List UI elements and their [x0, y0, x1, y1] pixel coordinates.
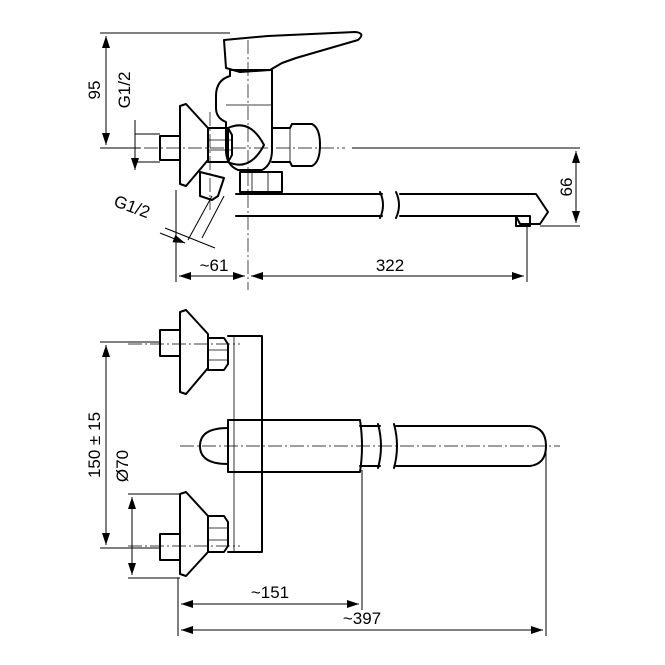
- aerator: [515, 215, 531, 227]
- dim-spacing-150: 150 ± 15: [85, 412, 104, 478]
- valve-body: [215, 69, 273, 171]
- dim-height-95: 95: [85, 81, 104, 100]
- dim-spout-322: 322: [376, 256, 404, 275]
- lever-top: [227, 419, 363, 473]
- dim-offset-61: ~61: [200, 256, 229, 275]
- side-view: 95 G1/2 66 G1/2 ~61 322: [85, 31, 580, 290]
- dim-depth-397: ~397: [343, 609, 381, 628]
- dim-rosette-70: Ø70: [113, 450, 132, 482]
- diverter-knob: [271, 123, 321, 167]
- dim-depth-151: ~151: [251, 583, 289, 602]
- spout: [235, 193, 549, 225]
- dim-height-66: 66: [557, 178, 576, 197]
- dim-thread-top: G1/2: [115, 72, 134, 109]
- eccentric-cone: [227, 124, 265, 166]
- upper-nut: [207, 337, 229, 371]
- spout-connector: [239, 171, 283, 193]
- angled-inlet: [199, 171, 225, 201]
- lower-rosette: [179, 491, 209, 577]
- lower-nut: [207, 515, 229, 553]
- mixer-body: [227, 335, 263, 553]
- lever-handle: [223, 31, 363, 73]
- dim-thread-side: G1/2: [111, 192, 152, 222]
- spout-top: [359, 425, 381, 467]
- top-view: 150 ± 15 Ø70 ~151 ~397: [85, 309, 560, 636]
- upper-rosette: [179, 309, 209, 395]
